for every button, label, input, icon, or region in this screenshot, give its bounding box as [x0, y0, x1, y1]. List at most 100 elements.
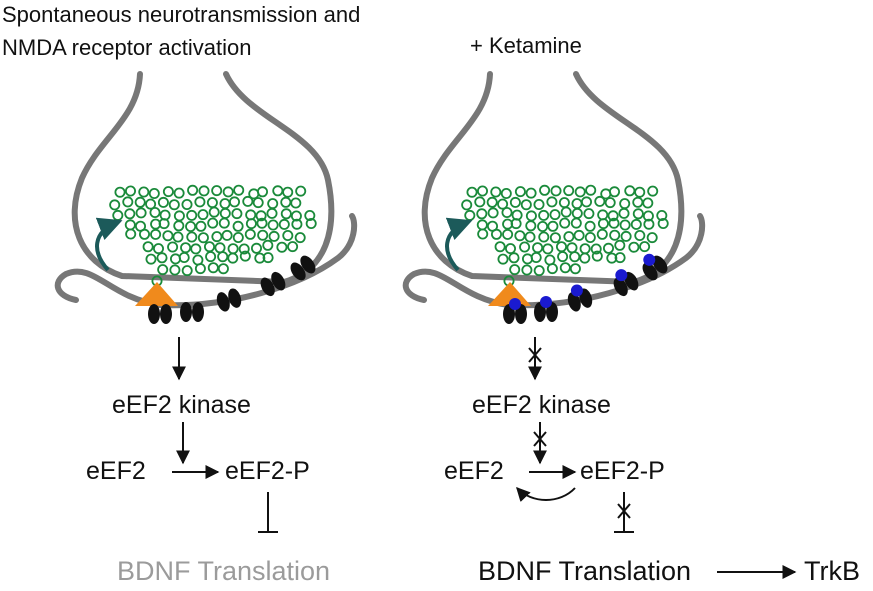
right-eef2-kinase: eEF2 kinase	[472, 391, 611, 419]
synaptic-vesicle	[272, 185, 284, 197]
synaptic-vesicle	[647, 185, 659, 197]
synaptic-vesicle	[510, 218, 522, 230]
nmda-receptor-blocked	[503, 298, 527, 324]
synaptic-vesicle	[618, 207, 630, 219]
synaptic-vesicle	[497, 198, 509, 210]
right-vesicles	[461, 184, 669, 287]
synaptic-vesicle	[494, 241, 506, 253]
synaptic-vesicle	[571, 198, 583, 210]
synaptic-vesicle	[639, 241, 651, 253]
synaptic-vesicle	[305, 217, 317, 229]
synaptic-vesicle	[124, 219, 136, 231]
synaptic-vesicle	[134, 196, 146, 208]
left-vesicles	[109, 184, 317, 287]
synaptic-vesicle	[138, 186, 150, 198]
synaptic-vesicle	[239, 250, 251, 262]
synaptic-vesicle	[169, 253, 181, 265]
synaptic-vesicle	[145, 253, 157, 265]
synaptic-vesicle	[634, 229, 646, 241]
nmda-receptor-blocked	[613, 269, 639, 297]
synaptic-vesicle	[214, 242, 226, 254]
synaptic-vesicle	[158, 218, 170, 230]
synaptic-vesicle	[514, 230, 526, 242]
synaptic-vesicle	[646, 232, 658, 244]
synaptic-vesicle	[657, 217, 669, 229]
synaptic-vesicle	[256, 217, 268, 229]
synaptic-vesicle	[477, 228, 489, 240]
synaptic-vesicle	[579, 243, 591, 255]
synaptic-vesicle	[596, 228, 608, 240]
synaptic-vesicle	[558, 197, 570, 209]
synaptic-vesicle	[150, 228, 162, 240]
synaptic-vesicle	[630, 218, 642, 230]
synaptic-vesicle	[603, 242, 615, 254]
synaptic-vesicle	[614, 239, 626, 251]
synaptic-vesicle	[642, 197, 654, 209]
right-blocked-arrow-receptor-to-kinase	[528, 337, 542, 381]
synaptic-vesicle	[563, 231, 575, 243]
synaptic-vesicle	[597, 218, 609, 230]
synaptic-vesicle	[614, 252, 626, 264]
left-eef2-kinase: eEF2 kinase	[112, 391, 251, 419]
synaptic-vesicle	[579, 252, 591, 264]
synaptic-vesicle	[142, 241, 154, 253]
left-eef2: eEF2	[86, 457, 146, 485]
synaptic-vesicle	[181, 198, 193, 210]
right-dephosphorylation-arrow	[516, 486, 576, 502]
synaptic-vesicle	[228, 196, 240, 208]
synaptic-vesicle	[569, 251, 581, 263]
synaptic-vesicle	[522, 253, 534, 265]
synaptic-vesicle	[581, 196, 593, 208]
synaptic-vesicle	[197, 209, 209, 221]
synaptic-vesicle	[563, 185, 575, 197]
synaptic-vesicle	[222, 186, 234, 198]
synaptic-vesicle	[559, 217, 571, 229]
synaptic-vesicle	[181, 265, 193, 277]
left-recycling-arrow	[95, 217, 123, 272]
synaptic-vesicle	[628, 241, 640, 253]
right-trkb: TrkB	[804, 556, 860, 586]
synaptic-vesicle	[525, 210, 537, 222]
nmda-receptor	[180, 302, 204, 322]
right-recycling-arrow	[445, 217, 473, 272]
synaptic-vesicle	[500, 187, 512, 199]
synaptic-vesicle	[221, 229, 233, 241]
synaptic-vesicle	[282, 229, 294, 241]
synaptic-vesicle	[533, 198, 545, 210]
synaptic-vesicle	[255, 210, 267, 222]
synaptic-vesicle	[211, 185, 223, 197]
synaptic-vesicle	[207, 262, 219, 274]
synaptic-vesicle	[501, 206, 513, 218]
synaptic-vesicle	[135, 207, 147, 219]
synaptic-vesicle	[282, 186, 294, 198]
synaptic-vesicle	[619, 198, 631, 210]
synaptic-vesicle	[566, 242, 578, 254]
synaptic-vesicle	[524, 231, 536, 243]
synaptic-vesicle	[537, 220, 549, 232]
synaptic-vesicle	[156, 252, 168, 264]
synaptic-vesicle	[173, 220, 185, 232]
left-release-site	[135, 282, 178, 306]
synaptic-vesicle	[232, 220, 244, 232]
nmda-receptor-blocked	[642, 253, 668, 281]
left-panel: Spontaneous neurotransmission and NMDA r…	[2, 2, 360, 586]
synaptic-vesicle	[178, 251, 190, 263]
synaptic-vesicle	[206, 197, 218, 209]
synaptic-vesicle	[219, 207, 231, 219]
synaptic-vesicle	[173, 210, 185, 222]
synaptic-vesicle	[546, 263, 558, 275]
synaptic-vesicle	[262, 252, 274, 264]
synaptic-vesicle	[591, 250, 603, 262]
synaptic-vesicle	[476, 219, 488, 231]
synaptic-vesicle	[232, 231, 244, 243]
synaptic-vesicle	[252, 197, 264, 209]
synaptic-vesicle	[549, 209, 561, 221]
synaptic-vesicle	[607, 210, 619, 222]
right-panel: + Ketamine eEF2 kinase eEF2 eEF2-P	[402, 33, 860, 586]
synaptic-vesicle	[112, 209, 124, 221]
synaptic-vesicle	[217, 263, 229, 275]
synaptic-vesicle	[268, 230, 280, 242]
synaptic-vesicle	[464, 209, 476, 221]
synaptic-vesicle	[291, 218, 303, 230]
synaptic-vesicle	[114, 186, 126, 198]
